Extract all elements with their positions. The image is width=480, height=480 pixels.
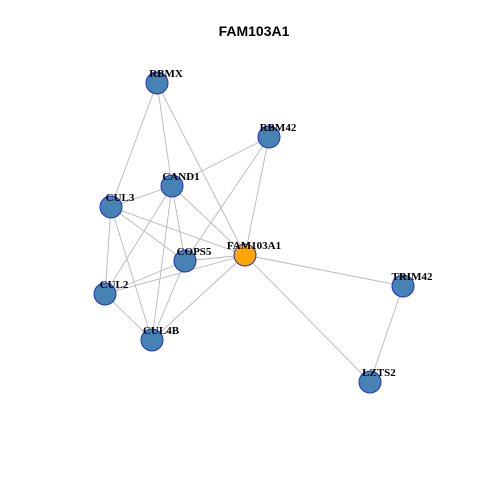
edge-cand1-cul4b [151,185,173,341]
node-label-cand1: CAND1 [162,171,199,183]
node-label-lzts2: LZTS2 [362,367,396,379]
node-rbm42[interactable] [257,125,281,149]
node-layer [93,71,415,394]
node-label-fam103a1: FAM103A1 [227,240,281,252]
node-label-cul4b: CUL4B [143,325,180,337]
edge-cul2-fam103a1 [104,254,246,295]
edge-cul3-fam103a1 [110,206,246,256]
edge-cand1-fam103a1 [171,185,246,256]
edge-rbm42-cand1 [171,136,270,187]
node-cops5[interactable] [173,249,197,273]
edge-cops5-cul2 [104,260,186,295]
edge-cul3-cul2 [104,206,112,295]
diagram-title: FAM103A1 [219,23,290,39]
node-fam103a1[interactable] [233,243,257,267]
edge-cul4b-fam103a1 [151,254,246,341]
edge-fam103a1-lzts2 [244,254,371,383]
edge-rbmx-fam103a1 [156,82,246,256]
node-cand1[interactable] [160,174,184,198]
node-cul3[interactable] [99,195,123,219]
edge-rbmx-cand1 [156,82,173,187]
node-cul2[interactable] [93,282,117,306]
node-label-rbmx: RBMX [149,68,183,80]
edge-rbmx-cul3 [110,82,158,208]
node-rbmx[interactable] [145,71,169,95]
edge-rbm42-fam103a1 [244,136,270,256]
node-label-cops5: COPS5 [177,246,212,258]
edge-cand1-cops5 [171,185,186,262]
node-label-rbm42: RBM42 [260,122,297,134]
edge-rbm42-cops5 [184,136,270,262]
edge-layer [104,82,404,383]
node-lzts2[interactable] [358,370,382,394]
node-trim42[interactable] [391,274,415,298]
node-label-trim42: TRIM42 [392,271,433,283]
edge-trim42-lzts2 [369,285,404,383]
edge-cul3-cul4b [110,206,153,341]
node-label-cul2: CUL2 [100,279,129,291]
edge-cops5-cul4b [151,260,186,341]
label-layer: RBMX RBM42CAND1CUL3FAM103A1COPS5TRIM42CUL… [100,68,433,379]
edge-cand1-cul2 [104,185,173,295]
edge-fam103a1-trim42 [244,254,404,287]
node-cul4b[interactable] [140,328,164,352]
node-label-cul3: CUL3 [106,192,135,204]
edge-cul3-cops5 [110,206,186,262]
